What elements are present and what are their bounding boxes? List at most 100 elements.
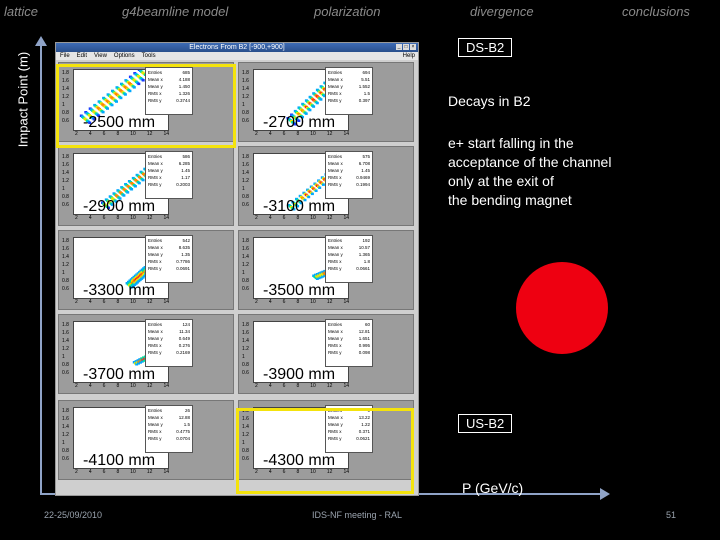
stats-value: 1.326 <box>178 91 190 96</box>
menu-options[interactable]: Options <box>113 53 135 59</box>
x-tick-label: 10 <box>310 299 316 305</box>
heatmap-cell <box>296 204 300 208</box>
heatmap-cell <box>135 281 139 284</box>
x-tick-label: 12 <box>326 469 333 475</box>
footer-meeting: IDS-NF meeting - RAL <box>312 510 403 520</box>
nav-conclusions[interactable]: conclusions <box>622 4 690 19</box>
y-tick-label: 0.8 <box>62 362 69 368</box>
x-tick-label: 6 <box>282 215 286 221</box>
stats-value: 26 <box>184 408 190 413</box>
stats-label: Mean y <box>148 252 163 257</box>
position-label: -2500 mm <box>83 114 156 131</box>
y-tick-label: 1.6 <box>242 78 249 84</box>
stats-label: Mean x <box>148 245 163 250</box>
stats-label: RMS x <box>328 259 342 264</box>
y-tick-label: 0.8 <box>242 194 249 200</box>
stats-label: RMS x <box>148 429 162 434</box>
nav-g4beamline-model[interactable]: g4beamline model <box>122 4 229 19</box>
y-tick-label: 1.8 <box>242 154 249 160</box>
x-tick-label: 10 <box>310 383 316 389</box>
heatmap-cell <box>115 100 118 103</box>
heatmap-cell <box>130 188 134 191</box>
x-tick-label: 4 <box>88 469 92 475</box>
y-tick-label: 1.4 <box>62 254 69 260</box>
y-tick-label: 1.4 <box>242 338 249 344</box>
stats-value: 124 <box>182 322 190 327</box>
nav-polarization[interactable]: polarization <box>314 4 381 19</box>
close-icon[interactable]: × <box>410 44 416 50</box>
y-tick-label: 0.8 <box>242 362 249 368</box>
menu-view[interactable]: View <box>94 53 107 59</box>
y-tick-label: 1.6 <box>62 78 69 84</box>
y-axis-label: Impact Point (m) <box>15 51 31 148</box>
menu-edit[interactable]: Edit <box>76 53 88 59</box>
stats-value: 10.57 <box>358 245 370 250</box>
maximize-icon[interactable]: □ <box>403 44 409 50</box>
y-tick-label: 0.6 <box>62 202 69 208</box>
stats-value: 1.5 <box>183 422 190 427</box>
y-tick-label: 1.2 <box>242 178 249 184</box>
x-tick-label: 14 <box>343 383 349 389</box>
minimize-icon[interactable]: _ <box>396 44 402 50</box>
x-tick-label: 12 <box>146 469 153 475</box>
x-tick-label: 2 <box>75 469 78 475</box>
y-tick-label: 0.6 <box>62 286 69 292</box>
y-tick-label: 0.8 <box>242 110 249 116</box>
y-tick-label: 1.6 <box>62 246 69 252</box>
stats-label: Mean x <box>328 415 343 420</box>
stats-value: 542 <box>182 238 190 243</box>
tag-us-b2: US-B2 <box>458 414 513 433</box>
x-tick-label: 8 <box>296 469 300 475</box>
stats-value: 0.9469 <box>356 175 370 180</box>
heatmap-cell <box>132 86 136 89</box>
x-tick-label: 14 <box>163 215 169 221</box>
stats-value: 0.1994 <box>356 182 370 187</box>
stats-label: Mean y <box>328 252 343 257</box>
menu-help[interactable]: Help <box>402 53 415 59</box>
menu-tools[interactable]: Tools <box>141 53 156 59</box>
stats-label: Entries <box>148 154 163 159</box>
stats-label: RMS y <box>148 266 162 271</box>
x-tick-label: 2 <box>255 469 258 475</box>
y-tick-label: 1.2 <box>242 432 249 438</box>
menu-file[interactable]: File <box>60 53 70 59</box>
stats-value: 192 <box>362 238 370 243</box>
nav-divergence[interactable]: divergence <box>470 4 534 19</box>
y-tick-label: 1.2 <box>62 432 69 438</box>
x-tick-label: 2 <box>75 299 78 305</box>
stats-label: Mean x <box>148 161 163 166</box>
stats-label: RMS x <box>328 343 342 348</box>
stats-label: Mean y <box>148 168 163 173</box>
y-tick-label: 1.8 <box>242 70 249 76</box>
nav-lattice[interactable]: lattice <box>4 4 38 19</box>
window-titlebar[interactable]: Electrons From B2 [-900,+900] _ □ × <box>56 43 418 52</box>
y-tick-label: 1.6 <box>62 416 69 422</box>
stats-label: RMS y <box>328 350 342 355</box>
stats-label: RMS x <box>328 175 342 180</box>
x-tick-label: 2 <box>75 215 78 221</box>
stats-value: 0.649 <box>178 336 190 341</box>
